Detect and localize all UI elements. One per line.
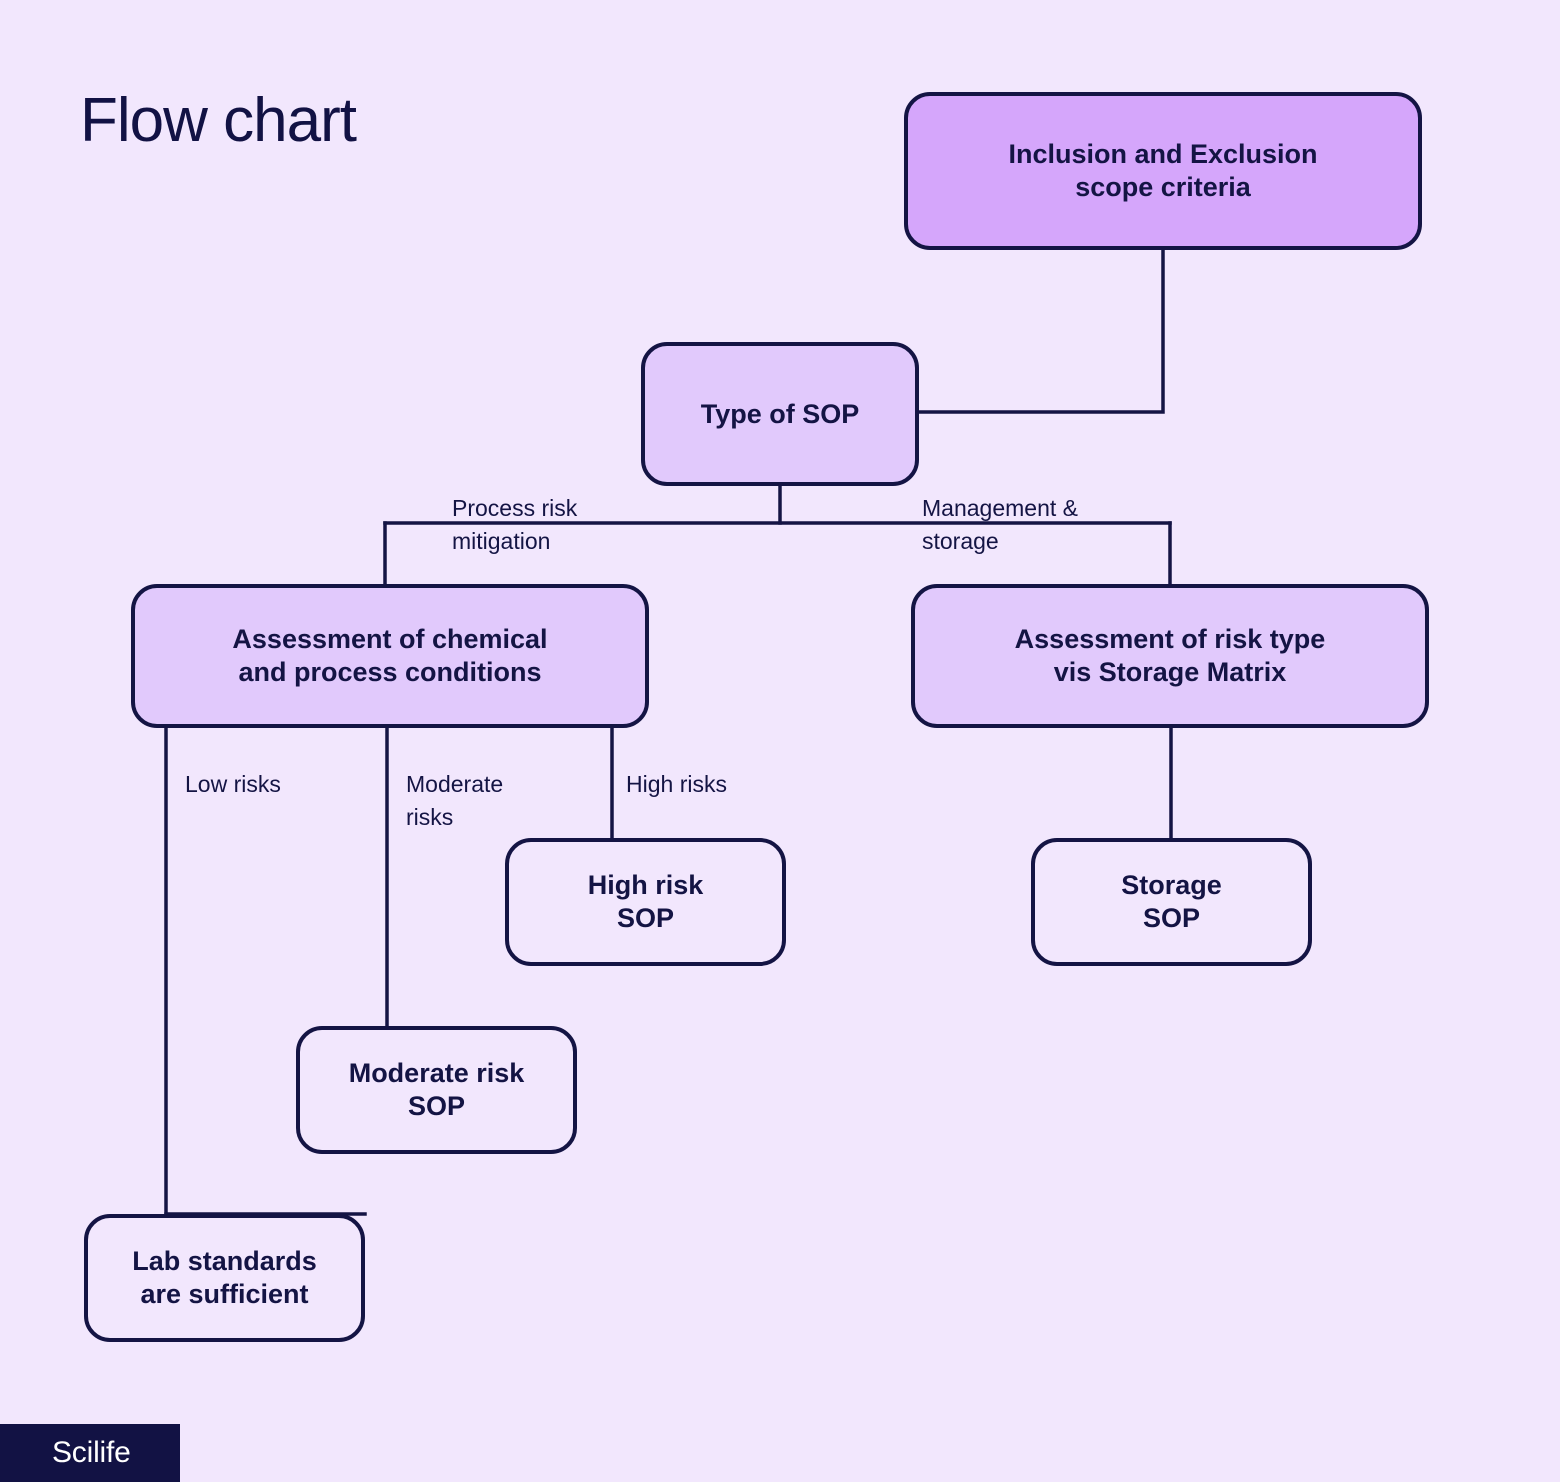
node-assessment-of-risk-type-vis-storage-matrix[interactable]: Assessment of risk type vis Storage Matr… bbox=[911, 584, 1429, 728]
node-high-risk-sop[interactable]: High risk SOP bbox=[505, 838, 786, 966]
node-storage-sop[interactable]: Storage SOP bbox=[1031, 838, 1312, 966]
scilife-logo: Scilife bbox=[0, 1424, 180, 1482]
edge-inclusion-to-type bbox=[917, 248, 1165, 414]
edge-label-process-risk-mitigation: Process risk mitigation bbox=[452, 495, 578, 555]
edge-label-moderate-risks: Moderate risks bbox=[406, 771, 504, 831]
edge-label-low-risks: Low risks bbox=[185, 771, 281, 797]
edge-label-management-and-storage: Management & storage bbox=[922, 495, 1078, 555]
node-type-of-sop[interactable]: Type of SOP bbox=[641, 342, 919, 486]
node-inclusion-exclusion-scope-criteria[interactable]: Inclusion and Exclusion scope criteria bbox=[904, 92, 1422, 250]
node-assessment-of-chemical-and-process-conditions[interactable]: Assessment of chemical and process condi… bbox=[131, 584, 649, 728]
scilife-logo-text: Scilife bbox=[52, 1436, 131, 1469]
node-lab-standards-are-sufficient[interactable]: Lab standards are sufficient bbox=[84, 1214, 365, 1342]
page-title: Flow chart bbox=[80, 86, 357, 155]
node-moderate-risk-sop[interactable]: Moderate risk SOP bbox=[296, 1026, 577, 1154]
edge-label-high-risks: High risks bbox=[626, 771, 727, 797]
